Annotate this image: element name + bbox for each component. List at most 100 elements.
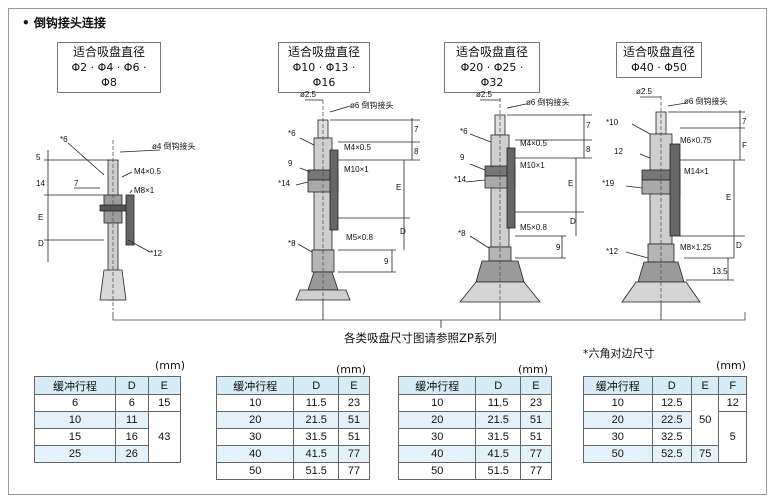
d2-label: M4×0.5	[344, 143, 371, 152]
th: E	[690, 376, 720, 395]
d2-label: 8	[414, 147, 419, 156]
td: 51	[337, 411, 371, 429]
d1-label: 14	[36, 179, 45, 188]
td: 51.5	[293, 462, 339, 480]
d1-label: M4×0.5	[134, 167, 161, 176]
td: 50	[215, 462, 295, 480]
td: 21.5	[293, 411, 339, 429]
td: 40	[215, 445, 295, 463]
d3-label: E	[568, 179, 573, 188]
th: D	[475, 376, 521, 395]
section-heading: • 倒钩接头连接	[22, 16, 106, 30]
td: 6	[115, 394, 149, 412]
unit-label-2: (mm)	[336, 363, 367, 376]
suit-box-4: 适合吸盘直径 Φ40 · Φ50	[616, 42, 702, 78]
td: 30	[397, 428, 477, 446]
unit-label-4: (mm)	[716, 359, 747, 372]
td: 30	[215, 428, 295, 446]
th: D	[651, 376, 692, 395]
suit-box-2: 适合吸盘直径 Φ10 · Φ13 · Φ16	[278, 42, 370, 93]
d3-label: 9	[460, 153, 465, 162]
d1-label: ø4 倒钩接头	[152, 141, 196, 151]
d2-label: M10×1	[344, 165, 369, 174]
td: 10	[33, 411, 117, 429]
d1-label: D	[38, 239, 44, 248]
d2-label: M5×0.8	[346, 233, 373, 242]
d2-label: 9	[288, 159, 293, 168]
td: 77	[337, 445, 371, 463]
d3-label: *14	[454, 175, 467, 184]
td: 75	[690, 445, 720, 463]
d1-label: E	[38, 213, 43, 222]
td: 52.5	[651, 445, 692, 463]
d3-label: *8	[458, 229, 466, 238]
td: 12	[718, 394, 747, 412]
unit-label-1: (mm)	[155, 359, 186, 372]
suit-box-sizes: Φ20 · Φ25 · Φ32	[460, 61, 524, 89]
d4-label: F	[742, 141, 747, 150]
drawing-1	[44, 140, 161, 310]
d3-label: 9	[556, 243, 561, 252]
th: E	[147, 376, 181, 395]
content-frame	[8, 8, 767, 495]
d1-label: 7	[74, 179, 79, 188]
d4-label: *12	[606, 247, 619, 256]
td: 6	[33, 394, 117, 412]
d3-label: ø2.5	[476, 90, 493, 99]
td: 50	[690, 394, 720, 446]
td: 23	[337, 394, 371, 412]
d4-label: 12	[614, 147, 623, 156]
suit-box-title: 适合吸盘直径	[623, 45, 696, 59]
td: 32.5	[651, 428, 692, 446]
td: 50	[583, 445, 653, 463]
reference-note: 各类吸盘尺寸图请参照ZP系列	[344, 331, 497, 345]
d3-label: D	[570, 217, 576, 226]
td: 31.5	[475, 428, 521, 446]
d4-label: M8×1.25	[680, 243, 712, 252]
d2-label: E	[396, 183, 401, 192]
th: E	[519, 376, 553, 395]
th: E	[337, 376, 371, 395]
suit-box-title: 适合吸盘直径	[287, 45, 360, 59]
d2-label: *14	[278, 179, 291, 188]
d3-label: 8	[586, 145, 591, 154]
td: 23	[519, 394, 553, 412]
d2-label: 9	[384, 257, 389, 266]
td: 5	[718, 411, 747, 463]
th: D	[115, 376, 149, 395]
d2-label: ø6 倒钩接头	[350, 100, 394, 110]
d4-label: 13.5	[712, 267, 728, 276]
d4-label: D	[736, 241, 742, 250]
d4-label: M6×0.75	[680, 136, 712, 145]
d4-label: *19	[602, 179, 615, 188]
td: 51	[337, 428, 371, 446]
suit-box-3: 适合吸盘直径 Φ20 · Φ25 · Φ32	[444, 42, 540, 93]
d4-label: M14×1	[684, 167, 709, 176]
d3-label: ø6 倒钩接头	[526, 97, 570, 107]
d4-label: ø2.5	[636, 87, 653, 96]
td: 26	[115, 445, 149, 463]
td: 77	[519, 462, 553, 480]
d2-label: *8	[288, 239, 296, 248]
drawing-3	[459, 98, 592, 312]
td: 43	[147, 411, 181, 463]
td: 11.5	[293, 394, 339, 412]
td: 20	[583, 411, 653, 429]
d1-label: *12	[150, 249, 163, 258]
d1-label: *6	[60, 135, 68, 144]
unit-label-3: (mm)	[518, 363, 549, 376]
